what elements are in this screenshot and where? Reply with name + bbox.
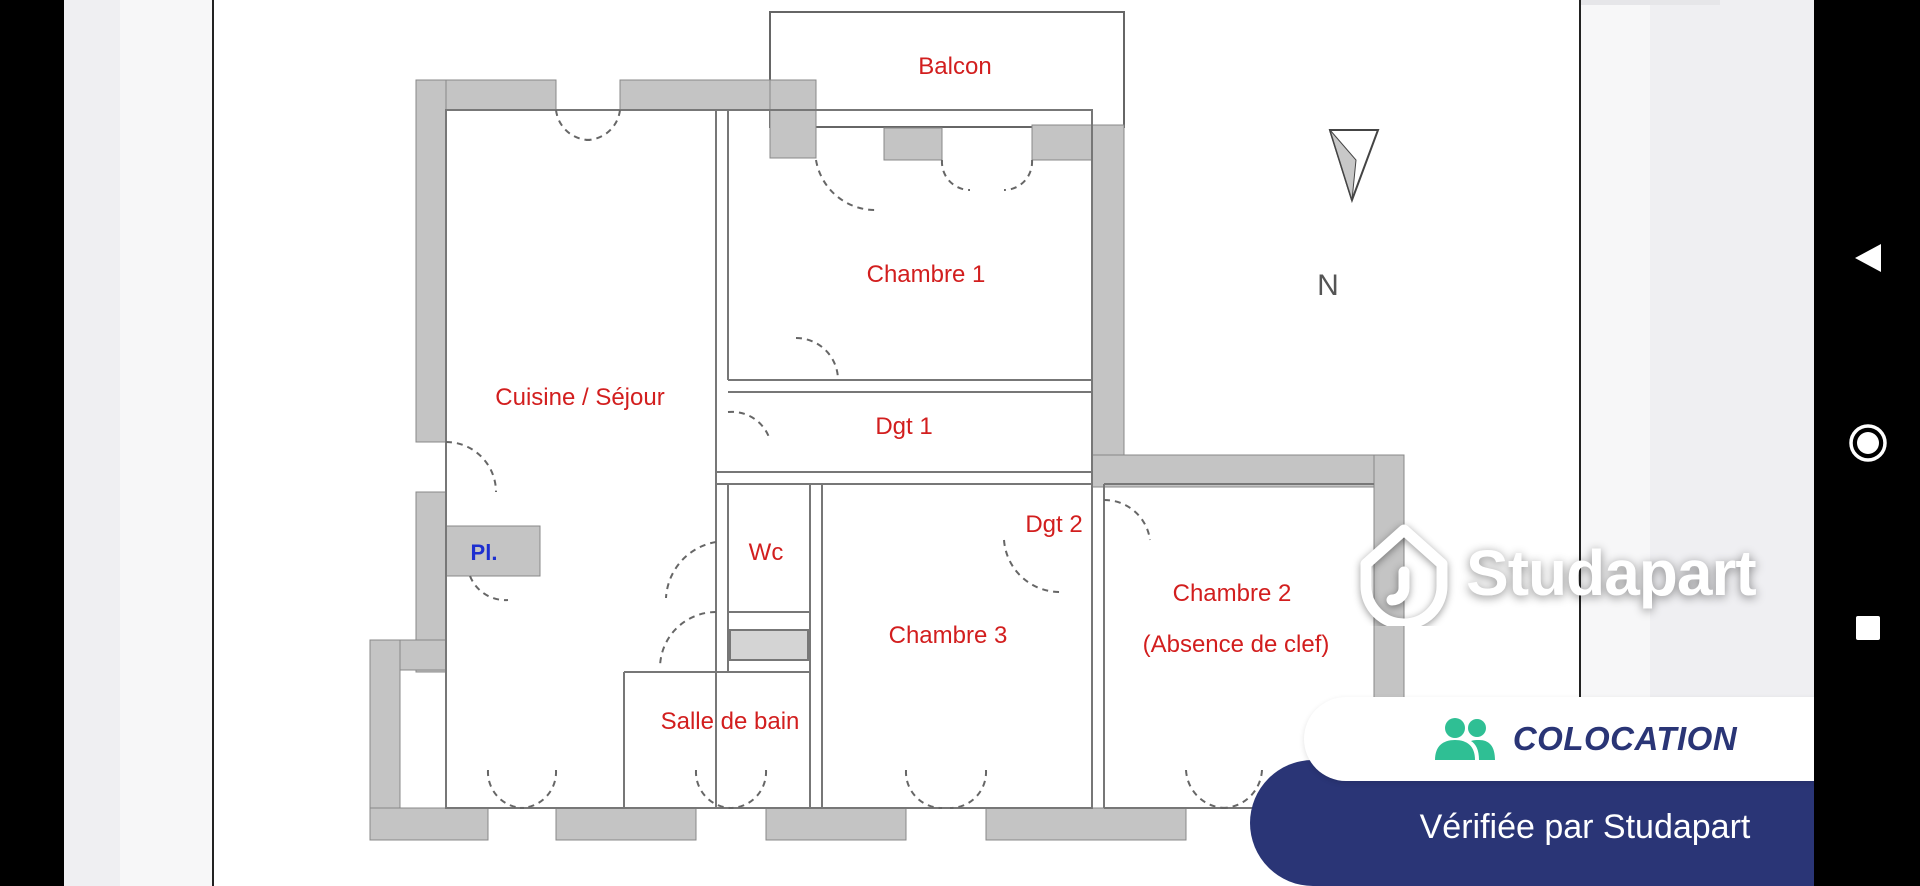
studapart-watermark-text: Studapart [1466, 537, 1757, 609]
room-label-chambre-1: Chambre 1 [867, 261, 986, 288]
studapart-watermark: Studapart [1348, 518, 1757, 628]
room-label-cuisine-sejour: Cuisine / Séjour [495, 384, 664, 411]
room-label-chambre-2-note: (Absence de clef) [1143, 631, 1330, 658]
people-icon [1434, 718, 1495, 760]
room-label-balcon: Balcon [918, 53, 991, 80]
verified-banner [1250, 760, 1910, 886]
interior-walls [445, 109, 1374, 809]
verified-text: Vérifiée par Studapart [1419, 808, 1751, 846]
balcony-outline [769, 11, 1125, 128]
north-label: N [1317, 269, 1339, 302]
room-label-wc: Wc [749, 539, 784, 566]
room-label-salle-de-bain: Salle de bain [661, 708, 800, 735]
back-icon [1855, 244, 1881, 272]
colocation-badge: COLOCATION [1304, 697, 1866, 781]
recents-icon [1856, 616, 1880, 640]
floor-plan-drawing: Balcon Chambre 1 Cuisine / Séjour Dgt 1 … [369, 11, 1405, 841]
walls [369, 79, 1405, 841]
home-button[interactable] [1838, 413, 1898, 473]
room-label-chambre-2: Chambre 2 [1173, 580, 1292, 607]
room-label-dgt-1: Dgt 1 [875, 413, 932, 440]
left-black-margin [0, 0, 64, 886]
studapart-logo-icon [1360, 524, 1448, 626]
home-icon [1849, 424, 1887, 462]
back-button[interactable] [1838, 228, 1898, 288]
recents-button[interactable] [1838, 598, 1898, 658]
door-swings [445, 109, 1263, 810]
room-label-pl: Pl. [471, 540, 498, 565]
colocation-label: COLOCATION [1512, 720, 1738, 757]
room-label-dgt-2: Dgt 2 [1025, 511, 1082, 538]
room-label-chambre-3: Chambre 3 [889, 622, 1008, 649]
